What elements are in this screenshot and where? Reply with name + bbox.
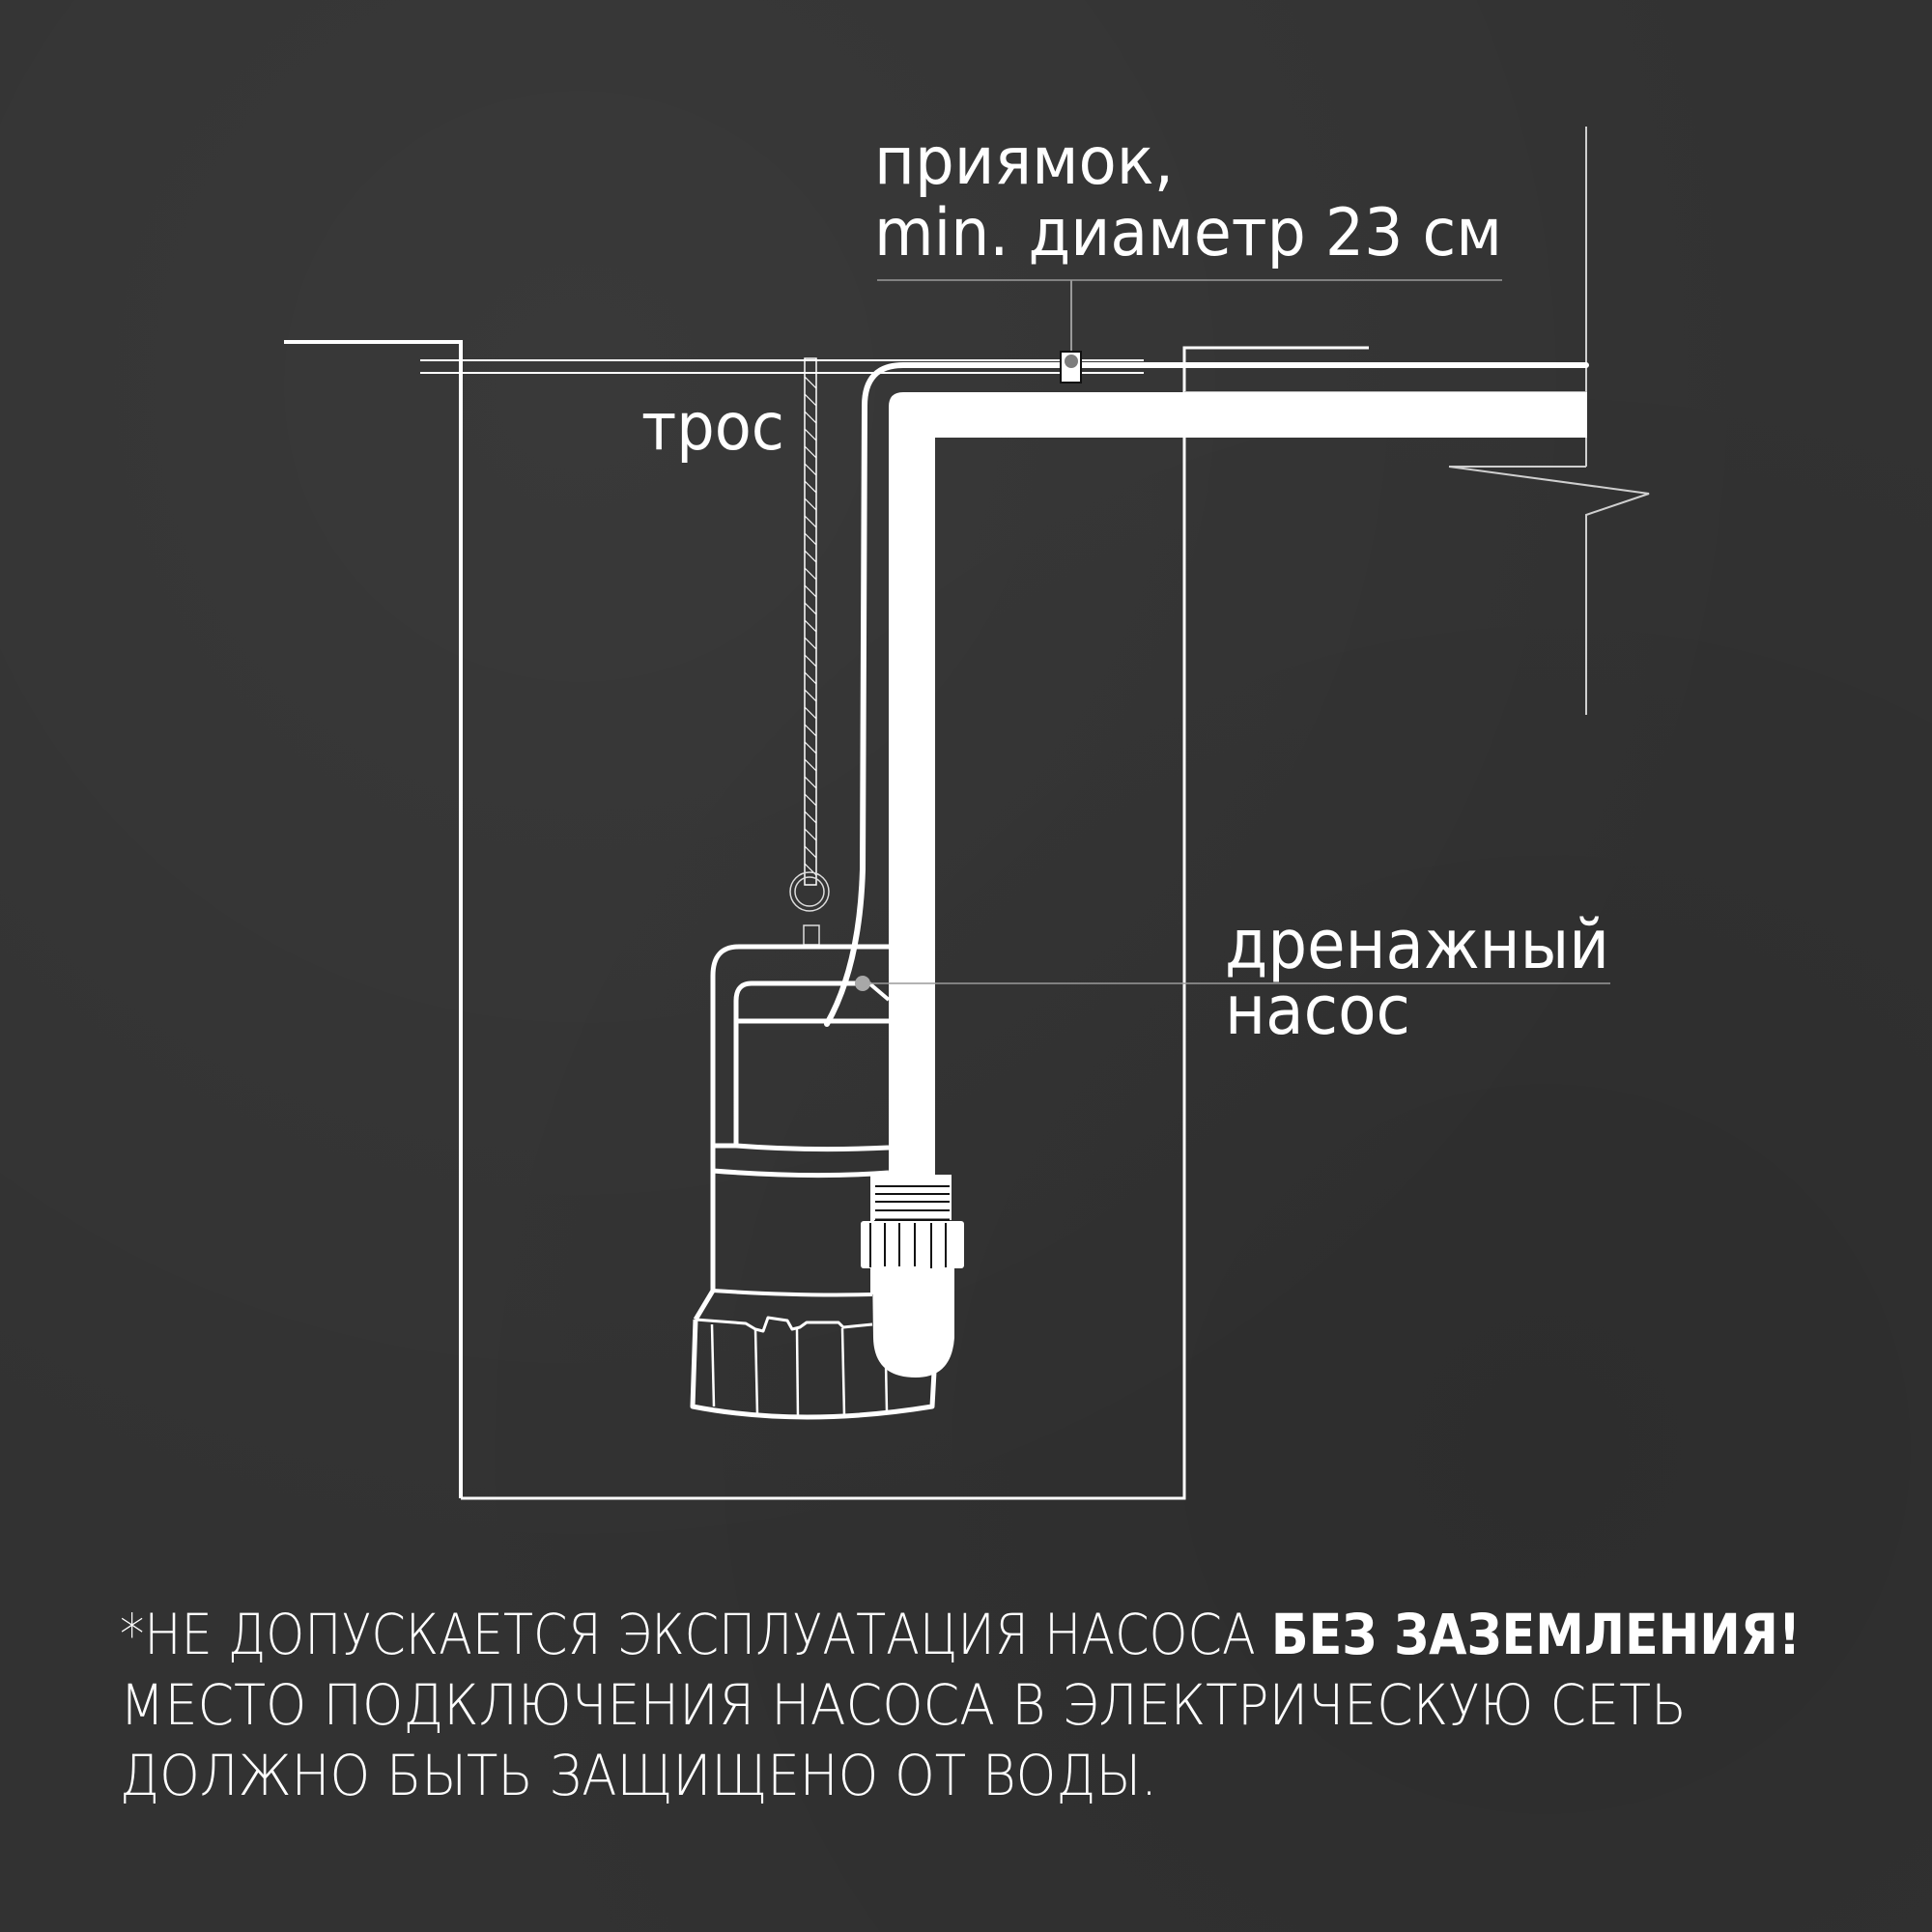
cable-icon	[804, 357, 817, 886]
warning-note-bold: БЕЗ ЗАЗЕМЛЕНИЯ!	[1271, 1602, 1801, 1667]
warning-note-regular: *НЕ ДОПУСКАЕТСЯ ЭКСПЛУАТАЦИЯ НАСОСА	[120, 1602, 1271, 1667]
cable-label: трос	[641, 389, 784, 466]
warning-note-line3: ДОЛЖНО БЫТЬ ЗАЩИЩЕНО ОТ ВОДЫ.	[120, 1743, 1157, 1808]
pit-label-line1: приямок,	[874, 124, 1174, 200]
pump-marker-dot	[855, 976, 870, 991]
warning-note-line2: МЕСТО ПОДКЛЮЧЕНИЯ НАСОСА В ЭЛЕКТРИЧЕСКУЮ…	[120, 1672, 1687, 1738]
warning-note-line1: *НЕ ДОПУСКАЕТСЯ ЭКСПЛУАТАЦИЯ НАСОСА БЕЗ …	[120, 1602, 1801, 1667]
pump-label-line1: дренажный	[1225, 905, 1609, 984]
pump-label-line2: насос	[1225, 971, 1410, 1050]
pump-icon	[690, 944, 937, 1420]
pit-outline	[284, 340, 1369, 1500]
leader-lines	[863, 279, 1610, 984]
pit-label-line2: min. диаметр 23 см	[874, 195, 1502, 271]
clip-icon	[1060, 280, 1082, 384]
pump-outlet	[861, 1175, 964, 1378]
ring-icon	[789, 871, 830, 946]
discharge-pipe	[889, 392, 1587, 1285]
power-cord	[824, 362, 1589, 1027]
